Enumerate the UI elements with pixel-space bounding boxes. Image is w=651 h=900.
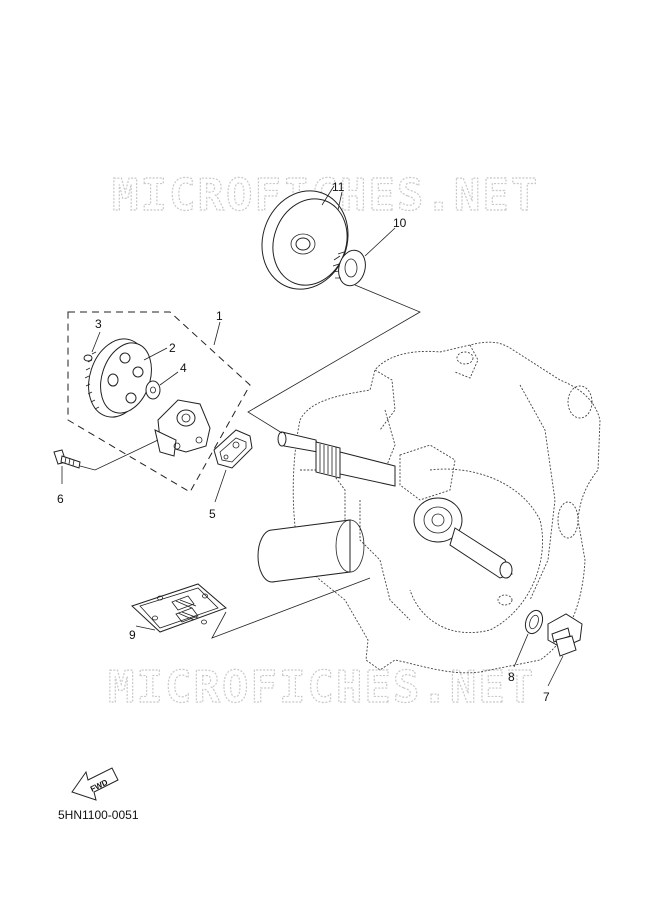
part-8-washer [524, 609, 544, 635]
svg-text:11: 11 [332, 180, 345, 194]
part-11-rotor-disc [261, 190, 349, 290]
callout-1: 1 [213, 309, 223, 346]
callout-6: 6 [57, 466, 64, 506]
part-2-pump-gear [84, 338, 152, 418]
fwd-arrow: FWD [71, 767, 119, 801]
svg-text:5: 5 [209, 507, 216, 521]
callout-7: 7 [543, 655, 564, 704]
svg-text:7: 7 [543, 690, 550, 704]
leader-strainer [211, 577, 371, 639]
callout-5: 5 [209, 469, 227, 521]
crankshaft [257, 431, 513, 583]
part-9-oil-strainer [131, 583, 227, 633]
part-6-bolt [53, 449, 81, 469]
watermark-bottom: MICROFICHES.NET [108, 662, 535, 713]
callout-4: 4 [159, 361, 187, 386]
callout-8: 8 [508, 633, 529, 684]
part-10-gear-nut [332, 249, 366, 287]
group-box-parts-1-4 [67, 311, 251, 493]
crankcase [292, 341, 601, 674]
svg-text:4: 4 [180, 361, 187, 375]
part-3-clip [83, 354, 93, 362]
svg-text:10: 10 [393, 216, 407, 230]
svg-text:9: 9 [129, 628, 136, 642]
part-5-gasket [213, 429, 253, 469]
svg-text:1: 1 [216, 309, 223, 323]
leader-rotor-to-shaft [247, 284, 421, 434]
svg-text:8: 8 [508, 670, 515, 684]
part-1-oil-pump [154, 399, 211, 457]
callout-10: 10 [364, 216, 407, 257]
diagram-code: 5HN1100-0051 [58, 808, 139, 822]
callout-11: 11 [321, 180, 345, 211]
svg-text:6: 6 [57, 492, 64, 506]
svg-text:2: 2 [169, 341, 176, 355]
callout-3: 3 [91, 317, 102, 353]
leader-bolt [79, 439, 159, 471]
svg-text:3: 3 [95, 317, 102, 331]
callout-2: 2 [143, 341, 176, 361]
part-7-drain-plug [547, 613, 583, 657]
part-4-washer [145, 380, 161, 400]
callout-9: 9 [129, 625, 156, 642]
